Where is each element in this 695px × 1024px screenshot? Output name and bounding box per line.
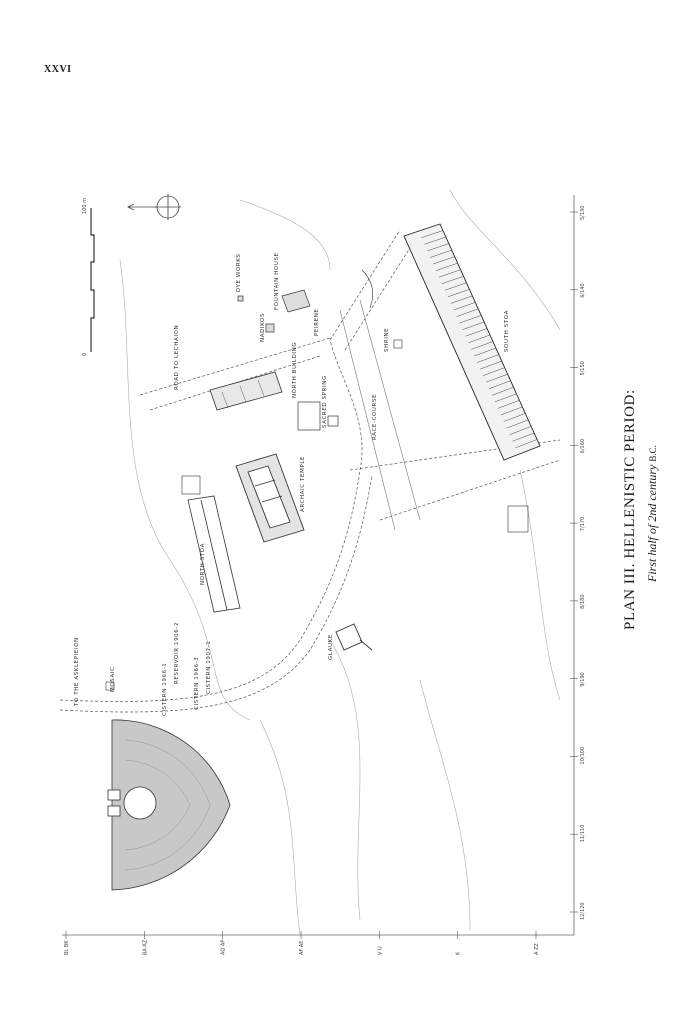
label-sacred-spring: SACRED SPRING <box>322 375 328 428</box>
label-north-stoa: NORTH STOA <box>200 543 206 585</box>
label-archaic-temple: ARCHAIC TEMPLE <box>300 456 306 512</box>
minor-ruins <box>105 269 529 691</box>
stoa-room-wall <box>438 269 461 278</box>
scale-label: 100 m <box>82 198 88 214</box>
caption-title: PLAN III. HELLENISTIC PERIOD: <box>622 389 638 630</box>
grid-tick-label-right: 9/190 <box>580 672 586 686</box>
stoa-room-wall <box>468 334 491 344</box>
label-cistern-1966-3: CISTERN 1966-3 <box>194 657 200 710</box>
stoa-room-wall <box>441 275 464 284</box>
stoa-room-wall <box>453 302 476 311</box>
grid-tick-label-bottom: AF AE <box>299 941 305 955</box>
stoa-room-wall <box>509 426 532 435</box>
grid-tick-label-right: 5/130 <box>580 206 586 220</box>
grid-ticks-bottom: BL BK BA AZ AQ AP AF AE V U K A ZZ <box>64 931 540 955</box>
stoa-room-wall <box>462 321 485 330</box>
race-course <box>339 299 421 531</box>
grid-tick-label-right: 6/140 <box>580 283 586 297</box>
grid-tick-label-right: 6/160 <box>580 439 586 453</box>
label-road-to-lechaion: ROAD TO LECHAION <box>174 325 180 390</box>
stoa-room-wall <box>444 282 467 291</box>
stoa-room-wall <box>480 360 502 370</box>
label-cistern-1966-1: CISTERN 1966-1 <box>162 663 168 716</box>
stoa-room-wall <box>450 295 473 304</box>
grid-tick-label-right: 12/120 <box>580 902 586 920</box>
stoa-room-wall <box>471 341 494 350</box>
stoa-room-wall <box>430 249 452 258</box>
stoa-room-wall <box>503 413 526 422</box>
label-race-course: RACE-COURSE <box>372 394 378 440</box>
grid-ticks-right: 5/130 6/140 5/150 6/160 7/170 8/180 9/190 10/10… <box>570 206 586 920</box>
label-nadikos: NADIKOS <box>260 313 266 342</box>
stoa-room-wall <box>424 236 446 245</box>
stoa-room-wall <box>456 308 479 317</box>
stoa-room-wall <box>488 380 511 389</box>
stoa-room-wall <box>497 400 520 409</box>
stoa-room-wall <box>421 230 444 239</box>
stoa-room-wall <box>506 419 529 429</box>
stoa-room-wall <box>459 315 482 324</box>
stoa-room-wall <box>433 256 455 265</box>
south-stoa <box>403 223 541 461</box>
stoa-room-wall <box>485 373 508 383</box>
label-glauke: GLAUKE <box>328 634 334 660</box>
label-mosaic: MOSAIC <box>110 667 116 693</box>
fountain-house <box>237 289 311 333</box>
archaic-temple <box>235 453 305 543</box>
sacred-spring <box>297 401 339 431</box>
label-fountain-house: FOUNTAIN HOUSE <box>274 252 280 310</box>
grid-tick-label-bottom: BL BK <box>64 940 70 955</box>
grid-tick-label-right: 8/180 <box>580 594 586 608</box>
plan-caption: PLAN III. HELLENISTIC PERIOD: First half… <box>622 150 672 750</box>
north-stoa <box>187 495 241 613</box>
stoa-room-wall <box>500 406 523 416</box>
grid-tick-label-bottom: AQ AP <box>221 940 227 955</box>
label-south-stoa: SOUTH STOA <box>504 310 510 352</box>
grid-tick-label-bottom: K <box>456 951 462 955</box>
label-to-asklepieion: TO THE ASKLEPIEION <box>74 637 80 707</box>
grid-tick-label-right: 11/110 <box>580 825 586 843</box>
grid-tick-label-bottom: A ZZ <box>534 943 540 955</box>
stoa-room-wall <box>491 387 514 396</box>
stoa-room-wall <box>465 328 488 337</box>
north-arrow-icon <box>127 194 181 220</box>
site-plan: 5/130 6/140 5/150 6/160 7/170 8/180 9/190 10/10… <box>59 189 586 955</box>
label-cistern-1907-1: CISTERN 1907-1 <box>206 641 212 694</box>
north-building <box>209 371 283 411</box>
label-dye-works: DYE WORKS <box>236 253 242 292</box>
roads <box>59 229 561 713</box>
label-shrine: SHRINE <box>384 328 390 352</box>
grid-tick-label-right: 7/170 <box>580 517 586 531</box>
grid-tick-label-right: 10/100 <box>580 747 586 765</box>
grid-frame <box>62 195 575 936</box>
glauke <box>335 623 373 651</box>
terrain-contours <box>119 189 561 936</box>
label-north-building: NORTH BUILDING <box>292 342 298 398</box>
caption-subtitle: First half of 2nd century B.C. <box>645 389 660 582</box>
stoa-room-wall <box>447 289 470 298</box>
caption-subtitle-main: First half of 2nd century <box>645 464 659 582</box>
scale-zero: 0 <box>82 353 88 356</box>
scale-bar <box>90 208 95 352</box>
grid-tick-label-bottom: BA AZ <box>142 939 148 955</box>
stoa-room-wall <box>435 262 458 271</box>
stoa-room-wall <box>477 354 499 363</box>
label-peirene: PEIRENE <box>314 309 320 337</box>
theatre <box>107 719 231 891</box>
page-number: XXVI <box>44 64 72 75</box>
stoa-room-wall <box>512 432 535 442</box>
stoa-room-wall <box>515 439 538 449</box>
grid-tick-label-bottom: V U <box>377 946 383 955</box>
stoa-room-wall <box>494 393 517 403</box>
stoa-room-wall <box>474 347 496 357</box>
grid-tick-label-right: 5/150 <box>580 361 586 375</box>
label-reservoir: RESERVOIR 1906-2 <box>174 622 180 684</box>
stoa-room-wall <box>427 243 449 252</box>
stoa-room-wall <box>483 367 505 376</box>
caption-subtitle-era: B.C. <box>648 445 658 462</box>
